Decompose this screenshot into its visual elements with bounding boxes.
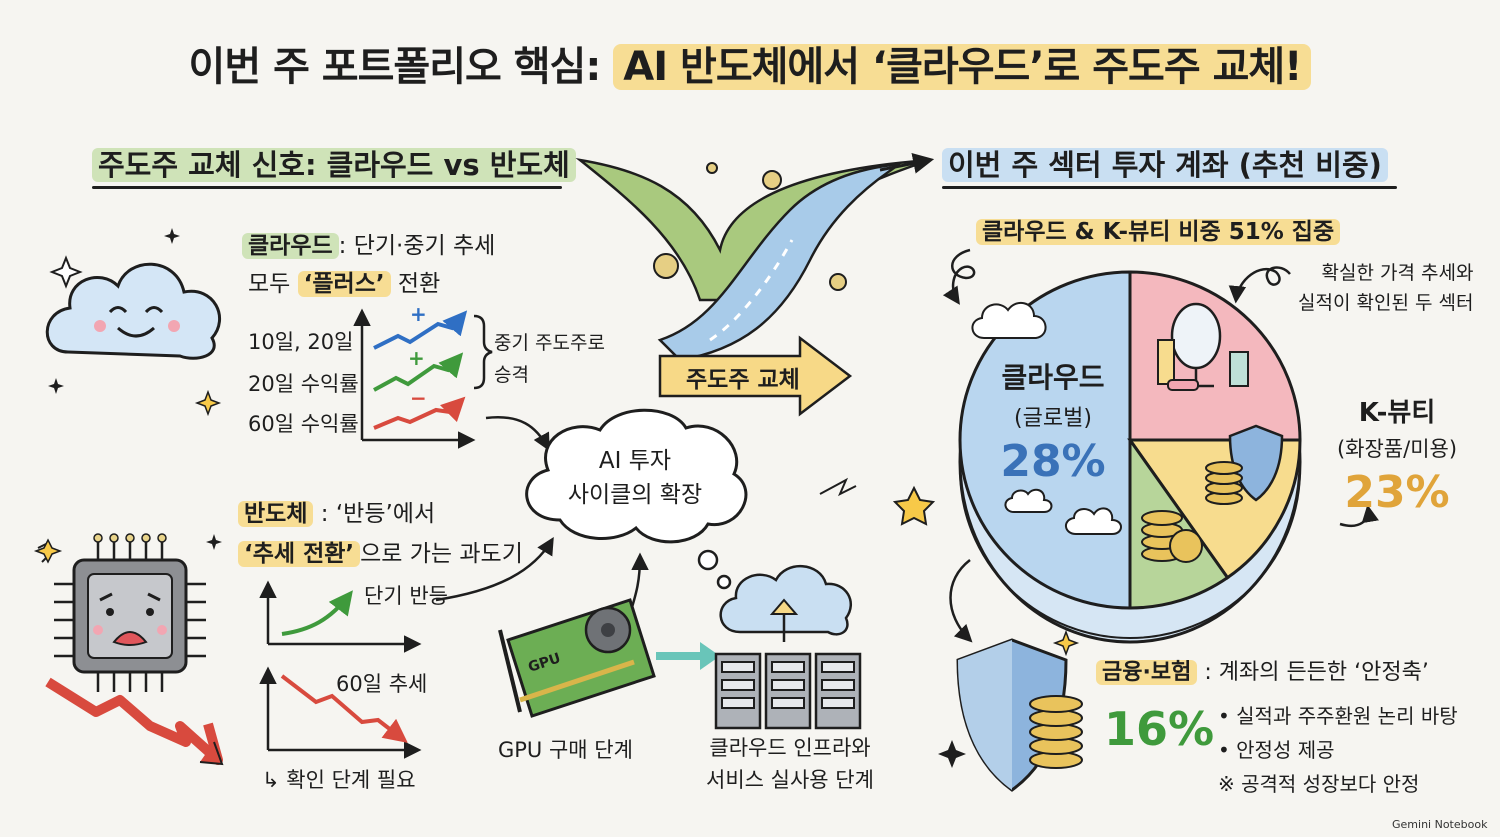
promotion-note-line2: 승격	[494, 364, 529, 386]
cloud-line2-pre: 모두	[248, 271, 298, 297]
squiggle-decor	[819, 477, 857, 497]
cloud-slice-label: 클라우드 (글로벌) 28%	[978, 356, 1128, 487]
finance-summary: 금융·보험 : 계좌의 든든한 ‘안정축’	[1096, 654, 1429, 686]
confirm-label: ↳ 확인 단계 필요	[262, 768, 416, 792]
sparkle-icon	[1052, 629, 1080, 657]
trend-shift-highlight: ‘추세 전환’	[238, 541, 361, 567]
arrow-to-cycle	[485, 416, 550, 452]
star-icon	[892, 485, 936, 526]
cloud-server-icon	[714, 564, 862, 730]
watermark: Gemini Notebook	[1392, 818, 1488, 831]
right-heading-text: 이번 주 섹터 투자 계좌 (추천 비중)	[942, 148, 1388, 182]
plus-mark: +	[410, 302, 427, 326]
kbeauty-sub: (화장품/미용)	[1336, 437, 1458, 461]
sparkle-icon	[48, 228, 222, 417]
side-note-line1: 확실한 가격 추세와	[1321, 262, 1474, 284]
ai-cycle-line2: 사이클의 확장	[567, 482, 703, 508]
plus-mark: +	[408, 346, 425, 370]
ai-cycle-text: AI 투자 사이클의 확장	[540, 444, 730, 512]
semi-line1-rest: : ‘반등’에서	[313, 501, 436, 527]
focus-label-text: 클라우드 & K-뷰티 비중 51% 집중	[976, 219, 1341, 245]
left-heading-underline	[92, 186, 562, 189]
title-prefix: 이번 주 포트폴리오 핵심:	[188, 44, 614, 90]
plus-highlight: ‘플러스’	[297, 271, 391, 297]
beauty-items-icon	[1157, 302, 1249, 391]
cloud-stage-label: 클라우드 인프라와 서비스 실사용 단계	[690, 732, 890, 796]
right-section-heading: 이번 주 섹터 투자 계좌 (추천 비중)	[942, 142, 1388, 184]
cloud-summary-line2: 모두 ‘플러스’ 전환	[248, 264, 440, 298]
coins-icon	[1141, 510, 1203, 563]
cloud-line2-post: 전환	[390, 271, 441, 297]
short-rebound-label: 단기 반등	[364, 584, 448, 608]
small-cloud-icon	[971, 301, 1122, 535]
thought-cloud-icon	[525, 408, 748, 590]
left-heading-text: 주도주 교체 신호: 클라우드 vs 반도체	[92, 148, 576, 182]
cloud-label: 클라우드	[242, 233, 339, 259]
semi-summary-line1: 반도체 : ‘반등’에서	[238, 494, 435, 528]
side-note: 확실한 가격 추세와 실적이 확인된 두 섹터	[1298, 258, 1473, 318]
curve-arrow	[1339, 504, 1379, 527]
happy-cloud-icon	[45, 262, 222, 360]
finance-shield-icon	[956, 638, 1083, 792]
star-icon	[33, 538, 63, 564]
sparkle-icon	[206, 534, 222, 550]
sparkle-icon	[938, 740, 966, 768]
semi-label: 반도체	[238, 501, 314, 527]
cloud-stage-line2: 서비스 실사용 단계	[706, 768, 874, 792]
kbeauty-name: K-뷰티	[1358, 398, 1436, 428]
cloud-summary-line1: 클라우드: 단기·중기 추세	[242, 226, 495, 260]
title-highlight: AI 반도체에서 ‘클라우드’로 주도주 교체!	[613, 44, 1312, 90]
cloud-slice-sub: (글로벌)	[1014, 406, 1092, 431]
gpu-stage-label: GPU 구매 단계	[498, 738, 633, 762]
cloud-slice-pct: 28%	[1000, 436, 1106, 487]
sad-chip-icon	[37, 533, 224, 766]
trend-label: 60일 추세	[336, 672, 428, 696]
metric-label: 20일 수익률	[248, 372, 359, 396]
loop-arrow	[1228, 266, 1291, 304]
finance-bullet: • 실적과 주주환원 논리 바탕	[1218, 704, 1458, 728]
finance-desc: : 계좌의 든든한 ‘안정축’	[1197, 660, 1429, 685]
left-section-heading: 주도주 교체 신호: 클라우드 vs 반도체	[92, 142, 576, 184]
minus-mark: −	[410, 386, 427, 410]
cloud-trend-chart	[353, 308, 493, 449]
focus-label: 클라우드 & K-뷰티 비중 51% 집중	[976, 212, 1341, 246]
page-title: 이번 주 포트폴리오 핵심: AI 반도체에서 ‘클라우드’로 주도주 교체!	[0, 34, 1500, 92]
finance-pct: 16%	[1104, 702, 1215, 756]
ai-cycle-line1: AI 투자	[598, 448, 672, 474]
finance-label: 금융·보험	[1096, 660, 1198, 685]
shield-coins-icon	[1205, 424, 1284, 505]
sector-pie-chart	[958, 270, 1302, 644]
finance-bullet: • 안정성 제공	[1218, 738, 1335, 762]
gpu-card-icon: GPU	[498, 598, 656, 718]
river-icon	[575, 157, 931, 362]
loop-arrow	[942, 248, 976, 305]
arrow-semi-to-cycle	[435, 536, 554, 602]
arrow-to-right-section	[879, 152, 935, 174]
pie-slice-other	[1128, 435, 1230, 610]
cloud-stage-line1: 클라우드 인프라와	[709, 736, 871, 760]
finance-footnote: ※ 공격적 성장보다 안정	[1218, 772, 1420, 796]
cloud-line1-rest: : 단기·중기 추세	[338, 233, 496, 259]
metric-label: 60일 수익률	[248, 412, 359, 436]
semi-line2-post: 으로 가는 과도기	[360, 541, 523, 567]
metric-label: 10일, 20일	[248, 330, 354, 354]
cloud-slice-name: 클라우드	[1001, 361, 1105, 394]
kbeauty-pct: 23%	[1344, 467, 1450, 518]
promotion-note-line1: 중기 주도주로	[494, 332, 605, 354]
semi-summary-line2: ‘추세 전환’으로 가는 과도기	[238, 534, 523, 568]
side-note-line2: 실적이 확인된 두 섹터	[1298, 292, 1474, 314]
kbeauty-label: K-뷰티 (화장품/미용) 23%	[1322, 392, 1472, 518]
shift-arrow-icon	[658, 335, 853, 417]
right-heading-underline	[942, 186, 1397, 189]
shift-arrow-label: 주도주 교체	[686, 367, 800, 393]
semi-short-chart	[259, 580, 422, 653]
semi-trend-chart	[259, 666, 422, 759]
curve-arrow	[949, 559, 973, 643]
